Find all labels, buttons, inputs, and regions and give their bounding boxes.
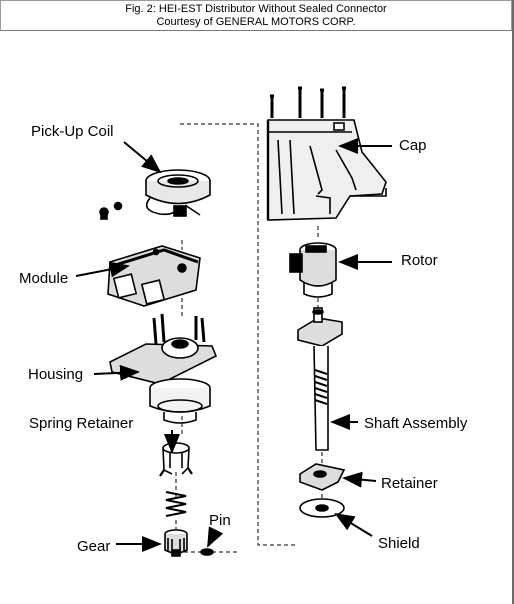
pin-leader (207, 526, 224, 548)
housing-part (109, 313, 218, 424)
label-module: Module (19, 270, 68, 287)
label-retainer: Retainer (381, 475, 438, 492)
window-frame-edge (512, 0, 514, 604)
gear-part (164, 529, 188, 557)
label-pin: Pin (209, 512, 231, 529)
caption-title: Fig. 2: HEI-EST Distributor Without Seal… (125, 3, 387, 15)
figure-caption: Fig. 2: HEI-EST Distributor Without Seal… (0, 0, 512, 31)
assembly-guide-lines (175, 123, 323, 553)
spring-retainer-part (159, 442, 193, 477)
pickup-coil-part (99, 169, 211, 220)
pin-part (200, 548, 214, 556)
caption-credit: Courtesy of GENERAL MOTORS CORP. (156, 16, 356, 28)
pickup-coil-leader (123, 141, 162, 174)
shield-part (299, 498, 345, 518)
module-part (107, 245, 201, 307)
spring-part (165, 491, 187, 517)
label-spring-retainer: Spring Retainer (29, 415, 133, 432)
label-shaft-assembly: Shaft Assembly (364, 415, 468, 432)
shaft-assembly-part (297, 307, 343, 451)
cap-part (266, 86, 387, 221)
label-cap: Cap (399, 137, 427, 154)
retainer-part (299, 463, 346, 491)
module-leader (75, 261, 130, 278)
leader-lines (75, 138, 392, 552)
label-housing: Housing (28, 366, 83, 383)
retainer-leader (342, 471, 377, 488)
label-pickup-coil: Pick-Up Coil (31, 123, 114, 140)
rotor-part (289, 242, 337, 298)
label-gear: Gear (77, 538, 110, 555)
housing-leader (93, 364, 140, 381)
label-rotor: Rotor (401, 252, 438, 269)
label-shield: Shield (378, 535, 420, 552)
shield-leader (334, 512, 373, 537)
